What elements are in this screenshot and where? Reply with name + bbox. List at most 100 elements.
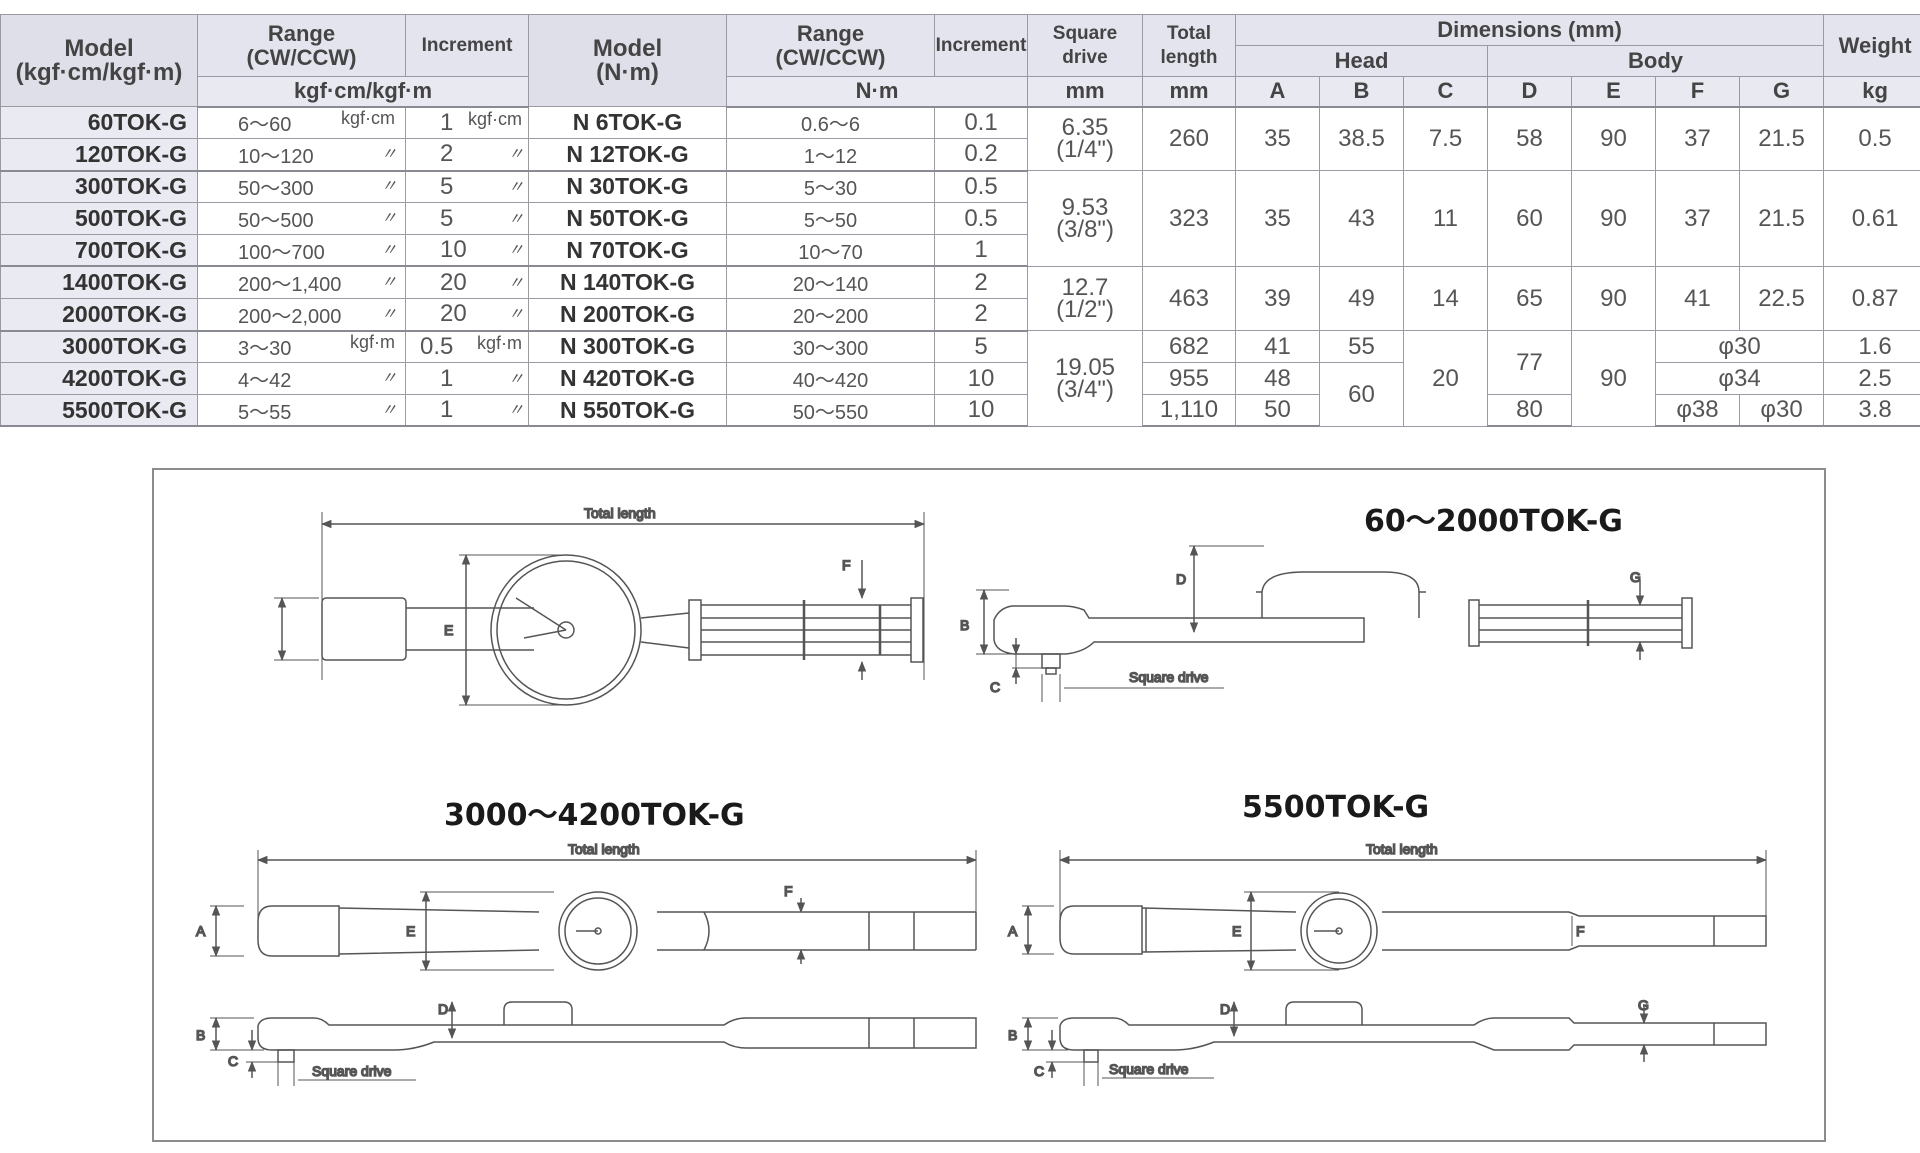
wrench-top-view-medium	[210, 850, 978, 972]
col-b: B	[1319, 76, 1404, 108]
increment-cell: 1〃	[405, 393, 529, 428]
n-range-cell: 1～12	[726, 138, 935, 172]
col-g: G	[1738, 76, 1825, 108]
range-cell: 200～1,400〃	[197, 265, 406, 300]
dim-a-cell: 41	[1235, 330, 1320, 364]
dim-b-cell: 49	[1319, 265, 1404, 332]
dim-e-label: E	[444, 622, 453, 638]
wrench-side-view-small	[976, 544, 1693, 702]
dim-f-cell: 37	[1655, 170, 1740, 267]
weight-cell: 0.5	[1823, 105, 1920, 172]
dim-fg-cell: φ34	[1654, 362, 1825, 395]
unit-mm-length: mm	[1142, 76, 1236, 108]
dim-b-label: B	[960, 617, 969, 633]
n-increment-cell: 10	[934, 362, 1028, 395]
table-row: 500TOK-G 50～500〃 5〃 N 50TOK-G 5～50 0.5	[0, 202, 1920, 235]
header-total-length: Total length	[1142, 14, 1236, 77]
dim-d-cell: 77	[1487, 330, 1572, 395]
n-model-cell: N 30TOK-G	[528, 170, 727, 204]
range-cell: 50～300〃	[197, 170, 406, 204]
dim-b-cell: 60	[1319, 362, 1404, 427]
dim-a-cell: 35	[1235, 105, 1320, 172]
n-range-cell: 20～140	[726, 265, 935, 300]
wrench-top-view-large	[1022, 850, 1768, 972]
dim-d-label: D	[1220, 1001, 1230, 1017]
dim-g-cell: 22.5	[1738, 265, 1825, 332]
total-length-cell: 463	[1142, 265, 1236, 332]
col-e: E	[1571, 76, 1656, 108]
figure-title-large: 5500TOK-G	[1242, 790, 1430, 825]
col-a: A	[1235, 76, 1320, 108]
dim-f-cell: 37	[1655, 105, 1740, 172]
total-length-cell: 1,110	[1142, 393, 1236, 428]
n-increment-cell: 5	[934, 330, 1028, 364]
dim-g-label: G	[1638, 997, 1649, 1013]
model-cell: 5500TOK-G	[0, 393, 198, 428]
n-increment-cell: 10	[934, 393, 1028, 428]
n-range-cell: 50～550	[726, 393, 935, 428]
header-increment: Increment	[405, 14, 529, 77]
header-square-drive: Square drive	[1027, 14, 1143, 77]
model-cell: 1400TOK-G	[0, 265, 198, 300]
n-range-cell: 5～50	[726, 202, 935, 235]
dim-c-cell: 11	[1403, 170, 1488, 267]
square-drive-label: Square drive	[1109, 1061, 1189, 1077]
dim-g-cell: 21.5	[1738, 170, 1825, 267]
total-length-cell: 260	[1142, 105, 1236, 172]
table-row: 2000TOK-G 200～2,000〃 20〃 N 200TOK-G 20～2…	[0, 298, 1920, 332]
col-f: F	[1655, 76, 1740, 108]
weight-cell: 0.61	[1823, 170, 1920, 267]
increment-cell: 1〃	[405, 362, 529, 395]
dim-e-cell: 90	[1571, 265, 1656, 332]
header-body: Body	[1486, 45, 1825, 77]
range-cell: 10～120〃	[197, 138, 406, 172]
table-row: 1400TOK-G 200～1,400〃 20〃 N 140TOK-G 20～1…	[0, 265, 1920, 332]
dim-a-cell: 35	[1235, 170, 1320, 267]
unit-kgf: kgf·cm/kgf·m	[197, 76, 529, 108]
weight-cell: 0.87	[1823, 265, 1920, 332]
dim-f-cell: φ38	[1655, 393, 1740, 428]
dim-f-cell: 41	[1655, 265, 1740, 332]
wrench-side-view-medium	[210, 1000, 977, 1086]
n-model-cell: N 300TOK-G	[528, 330, 727, 364]
total-length-label: Total length	[1366, 841, 1438, 857]
n-increment-cell: 0.5	[934, 170, 1028, 204]
n-model-cell: N 70TOK-G	[528, 233, 727, 268]
unit-mm-drive: mm	[1027, 76, 1143, 108]
total-length-label: Total length	[568, 841, 640, 857]
n-range-cell: 10～70	[726, 233, 935, 268]
model-cell: 4200TOK-G	[0, 362, 198, 395]
dim-b-cell: 55	[1319, 330, 1404, 364]
dim-e-label: E	[406, 923, 415, 939]
dim-c-label: C	[990, 679, 1000, 695]
range-cell: 100～700〃	[197, 233, 406, 268]
dim-e-cell: 90	[1571, 330, 1656, 427]
n-range-cell: 0.6～6	[726, 105, 935, 140]
model-cell: 300TOK-G	[0, 170, 198, 204]
header-increment-nm: Increment	[934, 14, 1028, 77]
table-row: 300TOK-G 50～300〃 5〃 N 30TOK-G 5～30 0.5 9…	[0, 170, 1920, 267]
total-length-cell: 682	[1142, 330, 1236, 364]
dim-c-cell: 14	[1403, 265, 1488, 332]
n-model-cell: N 200TOK-G	[528, 298, 727, 332]
dim-a-label: A	[196, 923, 206, 939]
dim-b-label: B	[1008, 1027, 1017, 1043]
dim-g-label: G	[1630, 569, 1641, 585]
range-cell: 200～2,000〃	[197, 298, 406, 332]
square-drive-label: Square drive	[1129, 669, 1209, 685]
wrench-side-view-large	[1022, 1000, 1767, 1086]
table-row: 4200TOK-G 4～42〃 1〃 N 420TOK-G 40～420 10 …	[0, 362, 1920, 427]
dim-a-cell: 39	[1235, 265, 1320, 332]
figure-title-medium: 3000～4200TOK-G	[444, 798, 745, 833]
square-drive-cell: 9.53 (3/8")	[1027, 170, 1143, 267]
n-model-cell: N 12TOK-G	[528, 138, 727, 172]
n-model-cell: N 420TOK-G	[528, 362, 727, 395]
dim-b-label: B	[196, 1027, 205, 1043]
range-cell: 5～55〃	[197, 393, 406, 428]
dim-g-cell: 21.5	[1738, 105, 1825, 172]
table-row: 700TOK-G 100～700〃 10〃 N 70TOK-G 10～70 1	[0, 233, 1920, 268]
